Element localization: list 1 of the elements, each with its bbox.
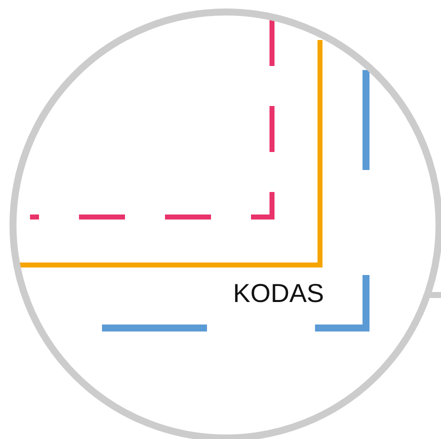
text-label: KODAS [233, 278, 324, 308]
